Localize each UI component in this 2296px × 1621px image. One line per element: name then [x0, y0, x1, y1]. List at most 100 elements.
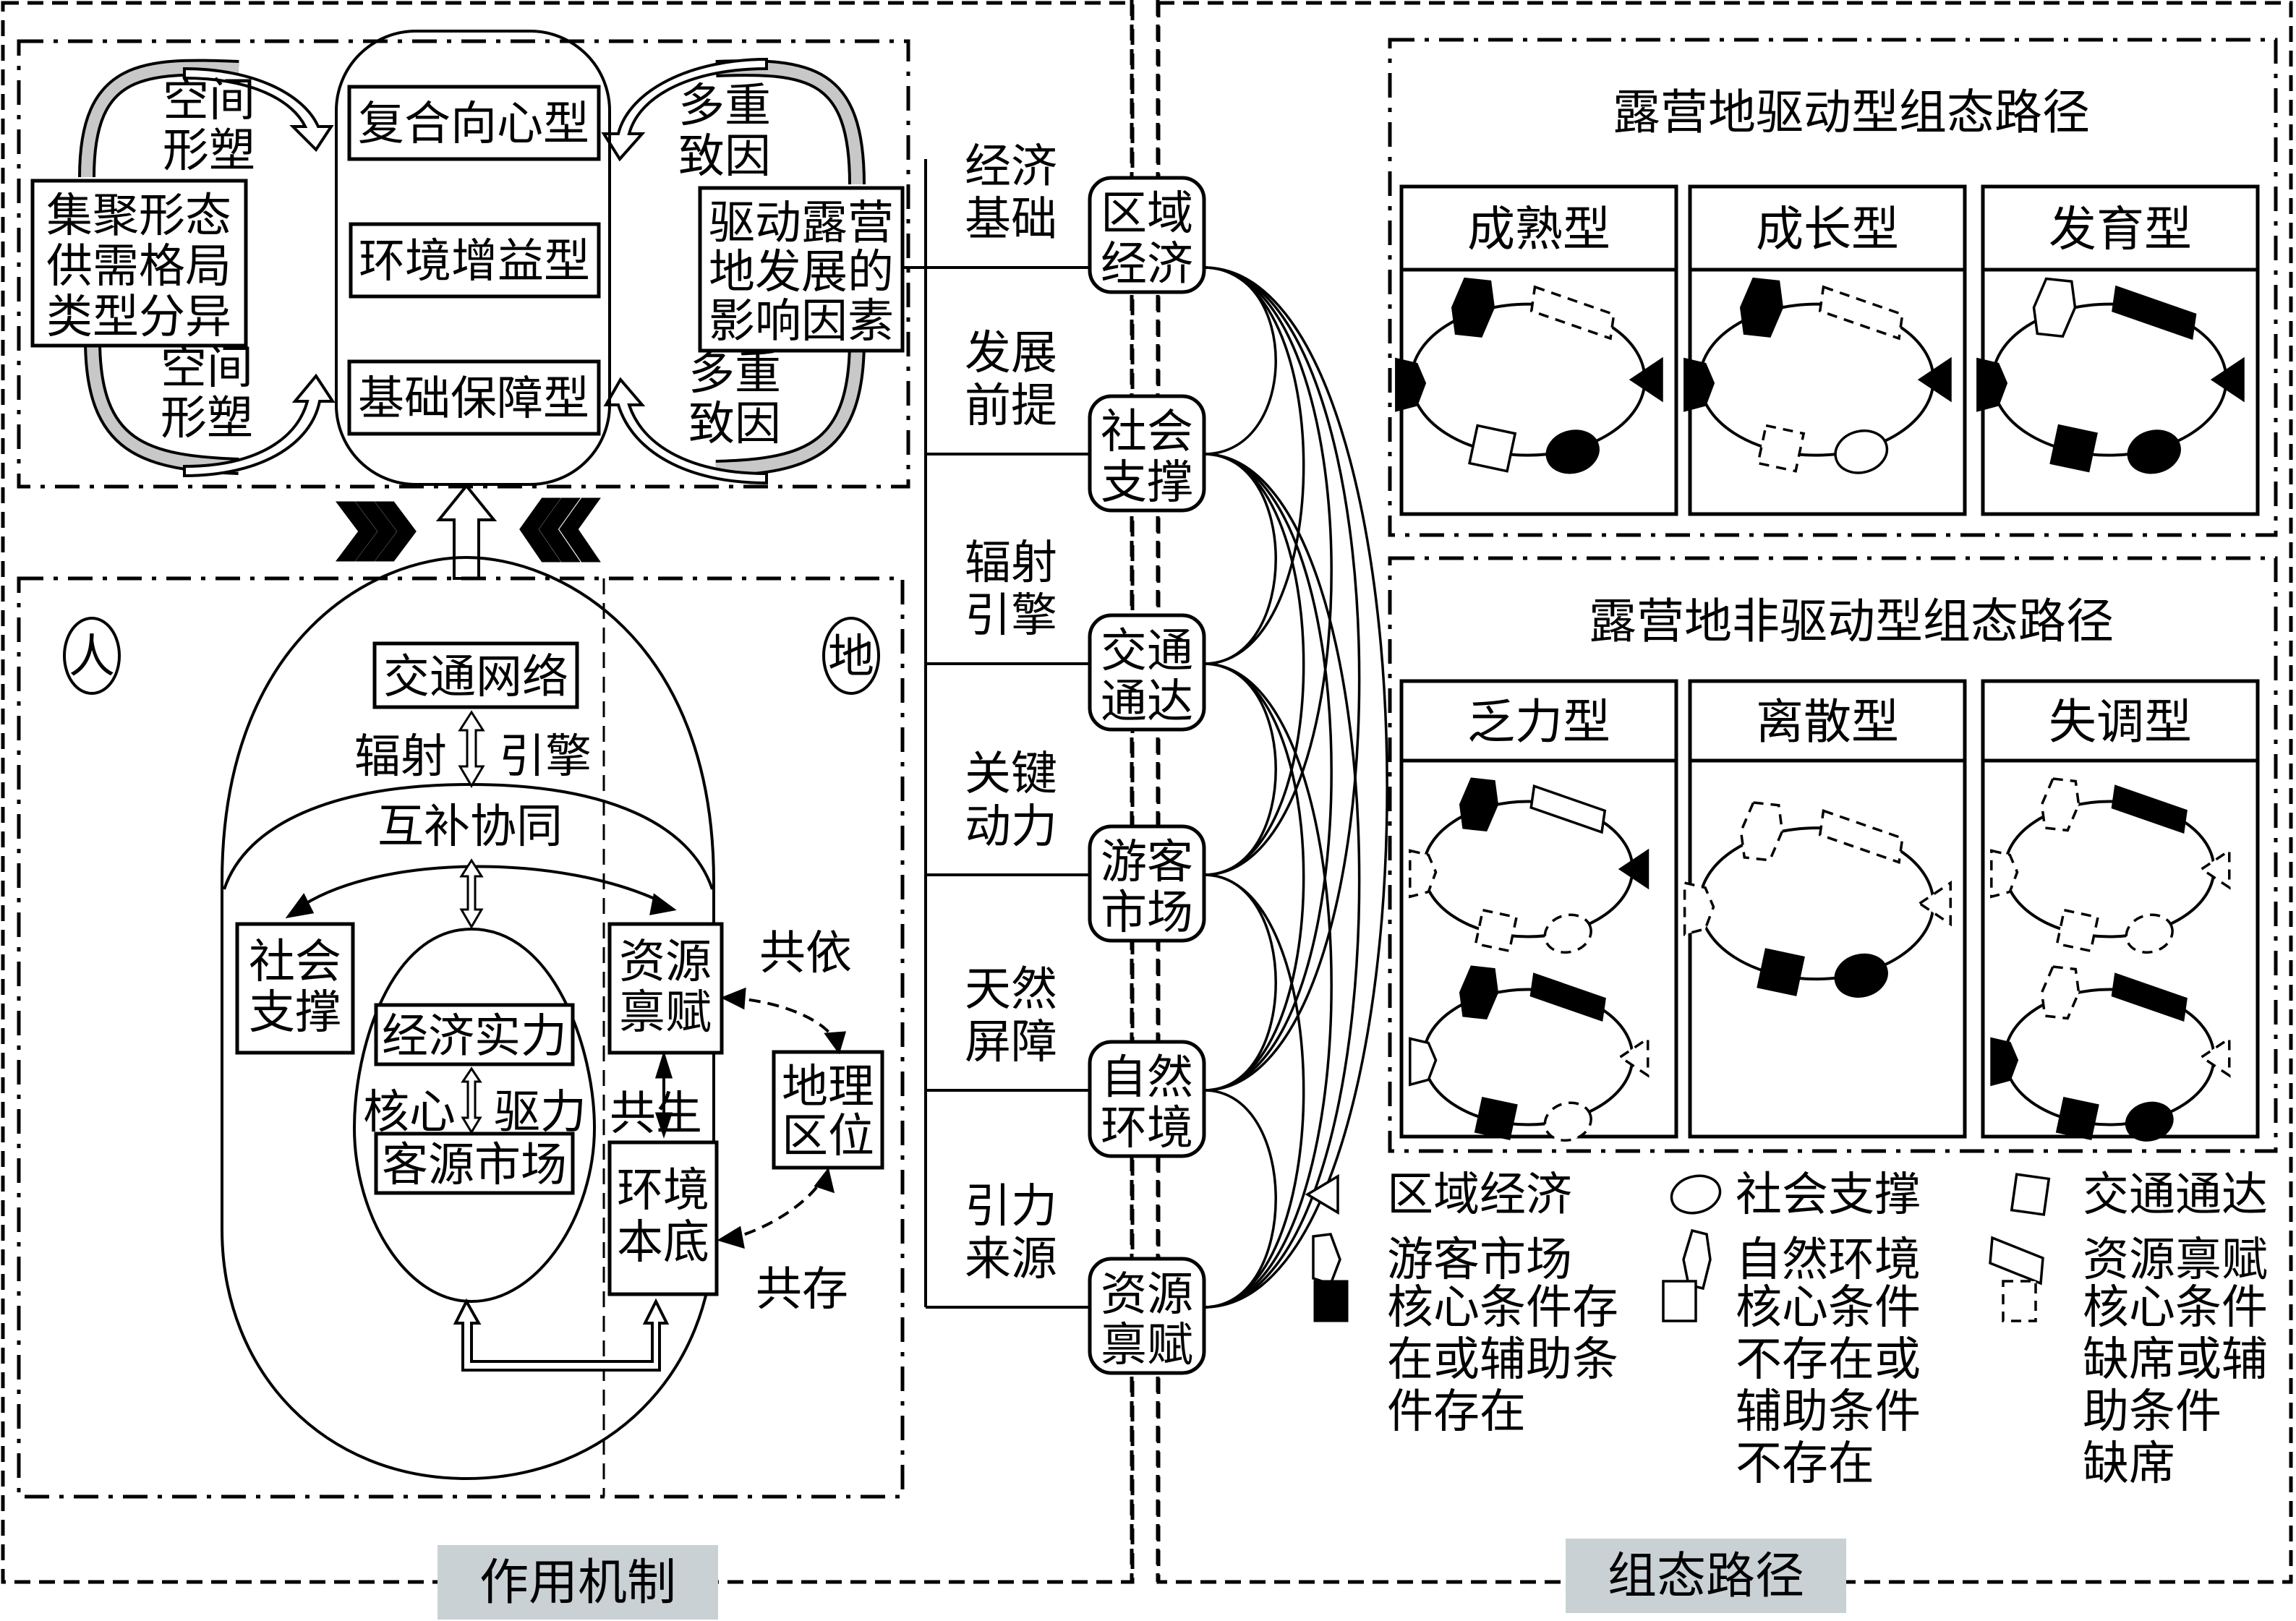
coexistence-label: 共存 — [756, 1264, 848, 1315]
pentagon-icon — [1395, 357, 1427, 412]
factor-link-arc — [1203, 266, 1388, 1309]
path-type-label: 失调型 — [2049, 696, 2192, 749]
svg-text:禀赋: 禀赋 — [619, 987, 712, 1038]
factor-box — [1088, 613, 1206, 732]
type-formation-frame — [17, 39, 910, 489]
svg-text:致因: 致因 — [688, 398, 781, 450]
legend-label: 资源禀赋 — [2083, 1234, 2268, 1286]
factor-name: 自然 — [1101, 1052, 1193, 1103]
svg-text:地: 地 — [828, 631, 874, 683]
legend-fill-label: 在或辅助条 — [1387, 1334, 1618, 1385]
outer-arch — [221, 555, 715, 1481]
legend-fill-label: 核心条件存 — [1387, 1282, 1618, 1333]
path-type-label: 发育型 — [2049, 204, 2192, 257]
ellipse-icon — [1834, 429, 1889, 474]
paths-panel-label: 组态路径 — [1566, 1539, 1846, 1613]
core-label: 核心 — [363, 1087, 456, 1138]
factor-box — [1088, 1040, 1206, 1158]
square-icon — [2055, 908, 2100, 953]
hexagon-icon — [2040, 777, 2081, 832]
factor-role-label: 引擎 — [965, 590, 1057, 641]
factor-link-arc — [1203, 662, 1305, 1092]
engine-label: 引擎 — [499, 731, 592, 782]
factor-name: 经济 — [1101, 239, 1193, 290]
arrowhead-left-icon — [285, 893, 315, 919]
triangle-icon — [1629, 356, 1663, 403]
legend-fill-label: 辅助条件 — [1736, 1386, 1921, 1437]
square-icon — [1756, 424, 1806, 473]
svg-text:作用机制: 作用机制 — [479, 1555, 676, 1610]
triangle-icon — [1917, 356, 1952, 403]
svg-text:环境增益型: 环境增益型 — [359, 236, 590, 287]
path-card: 乏力型 — [1399, 679, 1678, 1142]
square-icon — [2049, 424, 2098, 473]
up-arrow-icon — [435, 483, 498, 580]
pentagon-icon — [1312, 1233, 1341, 1286]
driving-paths-title: 露营地驱动型组态路径 — [1613, 87, 2090, 140]
hexagon-icon — [2032, 277, 2077, 338]
path-type-label: 离散型 — [1756, 696, 1899, 749]
legend-label: 自然环境 — [1736, 1234, 1921, 1286]
factor-name: 禀赋 — [1101, 1320, 1193, 1371]
hexagon-icon — [2040, 965, 2081, 1020]
radiate-label: 辐射 — [354, 731, 447, 782]
factor-role-label: 前提 — [965, 380, 1057, 432]
factor-box — [1088, 176, 1206, 294]
codependence-label: 共依 — [759, 928, 852, 979]
type-box-environment: 环境增益型 — [349, 222, 601, 299]
ellipse-icon — [1543, 913, 1592, 954]
svg-text:形塑: 形塑 — [161, 393, 253, 444]
svg-text:空间: 空间 — [163, 74, 255, 126]
spatial-pattern-box: 集聚形态 供需格局 类型分异 — [30, 179, 248, 348]
factor-link-arc — [1203, 453, 1361, 1309]
svg-text:多重: 多重 — [678, 80, 771, 132]
svg-text:类型分异: 类型分异 — [46, 291, 231, 343]
complement-curve-arrow — [295, 865, 666, 911]
parallelogram-icon — [2111, 972, 2188, 1022]
parallelogram-icon — [1818, 285, 1904, 341]
hexagon-icon — [1459, 965, 1499, 1020]
parallelogram-icon — [1818, 808, 1904, 864]
svg-text:复合向心型: 复合向心型 — [358, 98, 589, 150]
svg-text:客源市场: 客源市场 — [382, 1139, 567, 1191]
mechanism-panel-label: 作用机制 — [438, 1545, 718, 1620]
arrow-bottom-right-icon — [603, 377, 768, 485]
feedback-arrow — [453, 1298, 670, 1372]
path-card-frame — [1399, 184, 1678, 516]
arrowhead-down-icon — [654, 1112, 673, 1139]
dashed-square-icon — [2002, 1280, 2037, 1322]
factor-rows: 经济基础区域经济发展前提社会支撑辐射引擎交通通达关键动力游客市场天然屏障自然环境… — [926, 141, 1206, 1375]
type-box-infrastructure: 基础保障型 — [347, 359, 601, 436]
factor-link-arc — [1203, 453, 1333, 1092]
land-label: 地 — [822, 617, 880, 695]
parallelogram-icon — [1989, 1236, 2044, 1286]
arrowhead-coex-up-icon — [814, 1167, 835, 1194]
legend: 区域经济社会支撑交通通达游客市场自然环境资源禀赋核心条件存在或辅助条件存在核心条… — [1305, 1169, 2268, 1489]
factor-name: 区域 — [1101, 188, 1193, 239]
path-type-label: 成熟型 — [1467, 204, 1610, 257]
path-card: 失调型 — [1981, 679, 2260, 1142]
factor-name: 交通 — [1101, 625, 1193, 677]
path-card-frame — [1688, 679, 1967, 1139]
hexagon-icon — [1451, 277, 1495, 338]
environment-base-box: 环境 本底 — [607, 1140, 719, 1296]
legend-fill-label: 核心条件 — [1736, 1282, 1921, 1333]
factor-name: 社会 — [1101, 406, 1193, 458]
factor-role-label: 天然 — [965, 964, 1057, 1015]
factor-box — [1088, 1257, 1206, 1375]
pentagon-icon — [1409, 1037, 1438, 1087]
non-driving-paths-title: 露营地非驱动型组态路径 — [1589, 596, 2114, 649]
double-arrow-core-icon — [459, 858, 484, 929]
legend-fill-label: 不存在或 — [1736, 1334, 1921, 1385]
square-icon — [1474, 1096, 1518, 1141]
factor-role-label: 动力 — [965, 801, 1057, 852]
hexagon-icon — [1682, 1228, 1712, 1291]
pentagon-icon — [1683, 881, 1715, 936]
geo-location-box: 地理 区位 — [772, 1050, 884, 1170]
type-box-composite: 复合向心型 — [347, 85, 601, 161]
svg-text:地理: 地理 — [782, 1061, 874, 1113]
square-icon — [2055, 1096, 2099, 1141]
